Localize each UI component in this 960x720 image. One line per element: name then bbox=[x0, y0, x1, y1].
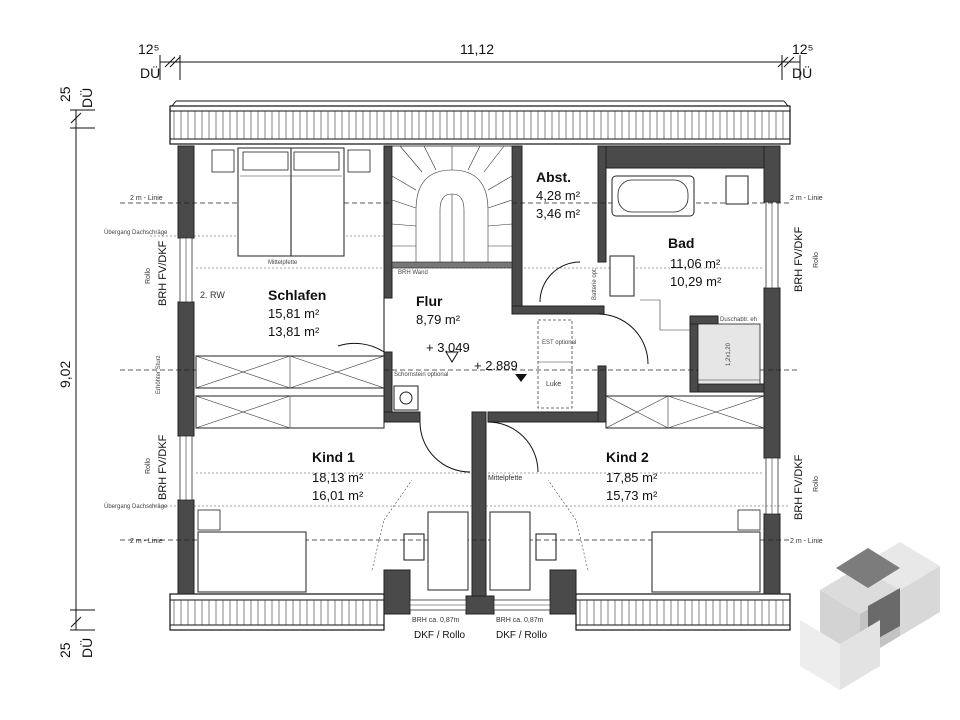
exterior-walls bbox=[177, 145, 781, 615]
staircase bbox=[391, 145, 513, 269]
label-erhoehter-sturz: Erhöhter Sturz bbox=[156, 355, 162, 394]
rafter-hatching bbox=[173, 111, 784, 625]
door-schlafen[interactable] bbox=[337, 298, 385, 353]
room-area-kind2-1: 17,85 m² bbox=[606, 470, 658, 485]
du-left-top: DÜ bbox=[78, 88, 95, 108]
room-area-kind1-1: 18,13 m² bbox=[312, 470, 364, 485]
label-mittelpfette-top: Mittelpfette bbox=[268, 260, 298, 266]
room-name-kind2: Kind 2 bbox=[606, 449, 649, 465]
toilet bbox=[725, 175, 749, 205]
label-brh-left-top: BRH FV/DKF bbox=[157, 240, 169, 306]
door-kind2[interactable] bbox=[487, 421, 539, 473]
bad-fixture-outline bbox=[640, 299, 690, 331]
room-name-abst: Abst. bbox=[536, 169, 571, 185]
label-brh-bottom-left: BRH ca. 0,87m bbox=[412, 617, 460, 624]
label-2m-line-bottom-left: 2 m - Linie bbox=[130, 538, 163, 545]
label-batterie: Batterie opt. bbox=[592, 267, 598, 300]
roof-eave-bottom-left bbox=[169, 593, 385, 631]
door-abst[interactable] bbox=[539, 261, 581, 303]
room-name-schlafen: Schlafen bbox=[268, 287, 326, 303]
door-bad[interactable] bbox=[597, 313, 649, 365]
label-uebergang-bottom: Übergang Dachschräge bbox=[104, 503, 168, 510]
label-brh-wand: BRH Wand bbox=[398, 270, 428, 276]
room-area-flur: 8,79 m² bbox=[416, 312, 461, 327]
label-rollo-right-top: Rollo bbox=[813, 252, 820, 268]
label-dusche: Duschabtr. eh bbox=[720, 317, 757, 323]
desks bbox=[371, 479, 589, 591]
du-left-bottom: DÜ bbox=[78, 638, 95, 658]
label-schornstein: Schornstein optional bbox=[394, 372, 448, 378]
sink bbox=[609, 255, 635, 297]
room-area-bad-1: 11,06 m² bbox=[670, 256, 721, 271]
wardrobe-kind1 bbox=[195, 395, 385, 429]
dim-top-total: 11,12 bbox=[460, 41, 494, 57]
wardrobe-kind2 bbox=[605, 395, 765, 429]
dim-left-top: 25 bbox=[57, 86, 73, 102]
label-2m-line-bottom-right: 2 m - Linie bbox=[790, 538, 823, 545]
label-brh-right-top: BRH FV/DKF bbox=[793, 226, 805, 292]
label-dkf-rollo-right: DKF / Rollo bbox=[496, 630, 548, 641]
chimney-optional bbox=[393, 385, 419, 411]
watermark-cube-logo bbox=[800, 542, 940, 690]
du-top-left: DÜ bbox=[140, 64, 160, 81]
bathtub bbox=[611, 175, 695, 217]
wardrobe-schlafen bbox=[195, 355, 385, 389]
dim-left-bottom: 25 bbox=[57, 642, 73, 658]
label-rollo-left-bottom: Rollo bbox=[145, 458, 152, 474]
room-name-bad: Bad bbox=[668, 235, 694, 251]
label-est-optional: EST optional bbox=[542, 340, 576, 346]
label-uebergang-top: Übergang Dachschräge bbox=[104, 229, 168, 236]
label-rollo-left-top: Rollo bbox=[145, 268, 152, 284]
label-rollo-right-bottom: Rollo bbox=[813, 476, 820, 492]
door-kind1[interactable] bbox=[419, 421, 471, 473]
roof-eave-bottom-right bbox=[575, 593, 791, 631]
bed-kind1 bbox=[197, 509, 307, 593]
dim-top-right: 12⁵ bbox=[792, 41, 813, 57]
room-area-bad-2: 10,29 m² bbox=[670, 274, 722, 289]
room-area-schlafen-1: 15,81 m² bbox=[268, 306, 320, 321]
note-2rw: 2. RW bbox=[200, 290, 225, 300]
label-brh-left-bottom: BRH FV/DKF bbox=[157, 434, 169, 500]
level-marker-1 bbox=[445, 351, 459, 363]
label-brh-bottom-right: BRH ca. 0,87m bbox=[496, 617, 544, 624]
bed-double bbox=[211, 147, 371, 257]
label-luke: Luke bbox=[546, 381, 561, 388]
label-2m-line-top-right: 2 m - Linie bbox=[790, 195, 823, 202]
level-marker-2 bbox=[515, 374, 527, 382]
dim-top-left: 12⁵ bbox=[138, 41, 159, 57]
top-dimension: 12⁵ 11,12 12⁵ DÜ DÜ bbox=[138, 41, 813, 81]
room-area-kind1-2: 16,01 m² bbox=[312, 488, 364, 503]
level-flur-2: + 2.889 bbox=[474, 358, 518, 373]
room-area-abst-1: 4,28 m² bbox=[536, 188, 581, 203]
label-2m-line-top-left: 2 m - Linie bbox=[130, 195, 163, 202]
windows bbox=[179, 201, 779, 611]
label-dkf-rollo-left: DKF / Rollo bbox=[414, 630, 466, 641]
room-area-kind2-2: 15,73 m² bbox=[606, 488, 658, 503]
roof-eave-top bbox=[169, 100, 791, 145]
dim-left-total: 9,02 bbox=[57, 361, 73, 388]
du-top-right: DÜ bbox=[792, 64, 812, 81]
label-brh-right-bottom: BRH FV/DKF bbox=[793, 454, 805, 520]
room-name-flur: Flur bbox=[416, 293, 443, 309]
room-name-kind1: Kind 1 bbox=[312, 449, 355, 465]
room-area-schlafen-2: 13,81 m² bbox=[268, 324, 320, 339]
room-area-abst-2: 3,46 m² bbox=[536, 206, 581, 221]
level-flur-1: + 3.049 bbox=[426, 340, 470, 355]
label-mittelpfette-bottom: Mittelpfette bbox=[488, 475, 522, 482]
label-dusche-size: 1,2x1,20 bbox=[726, 342, 732, 366]
attic-hatch bbox=[537, 319, 573, 409]
left-dimension: 25 DÜ 9,02 25 DÜ bbox=[57, 86, 95, 658]
shower bbox=[697, 323, 761, 385]
bed-kind2 bbox=[651, 509, 761, 593]
